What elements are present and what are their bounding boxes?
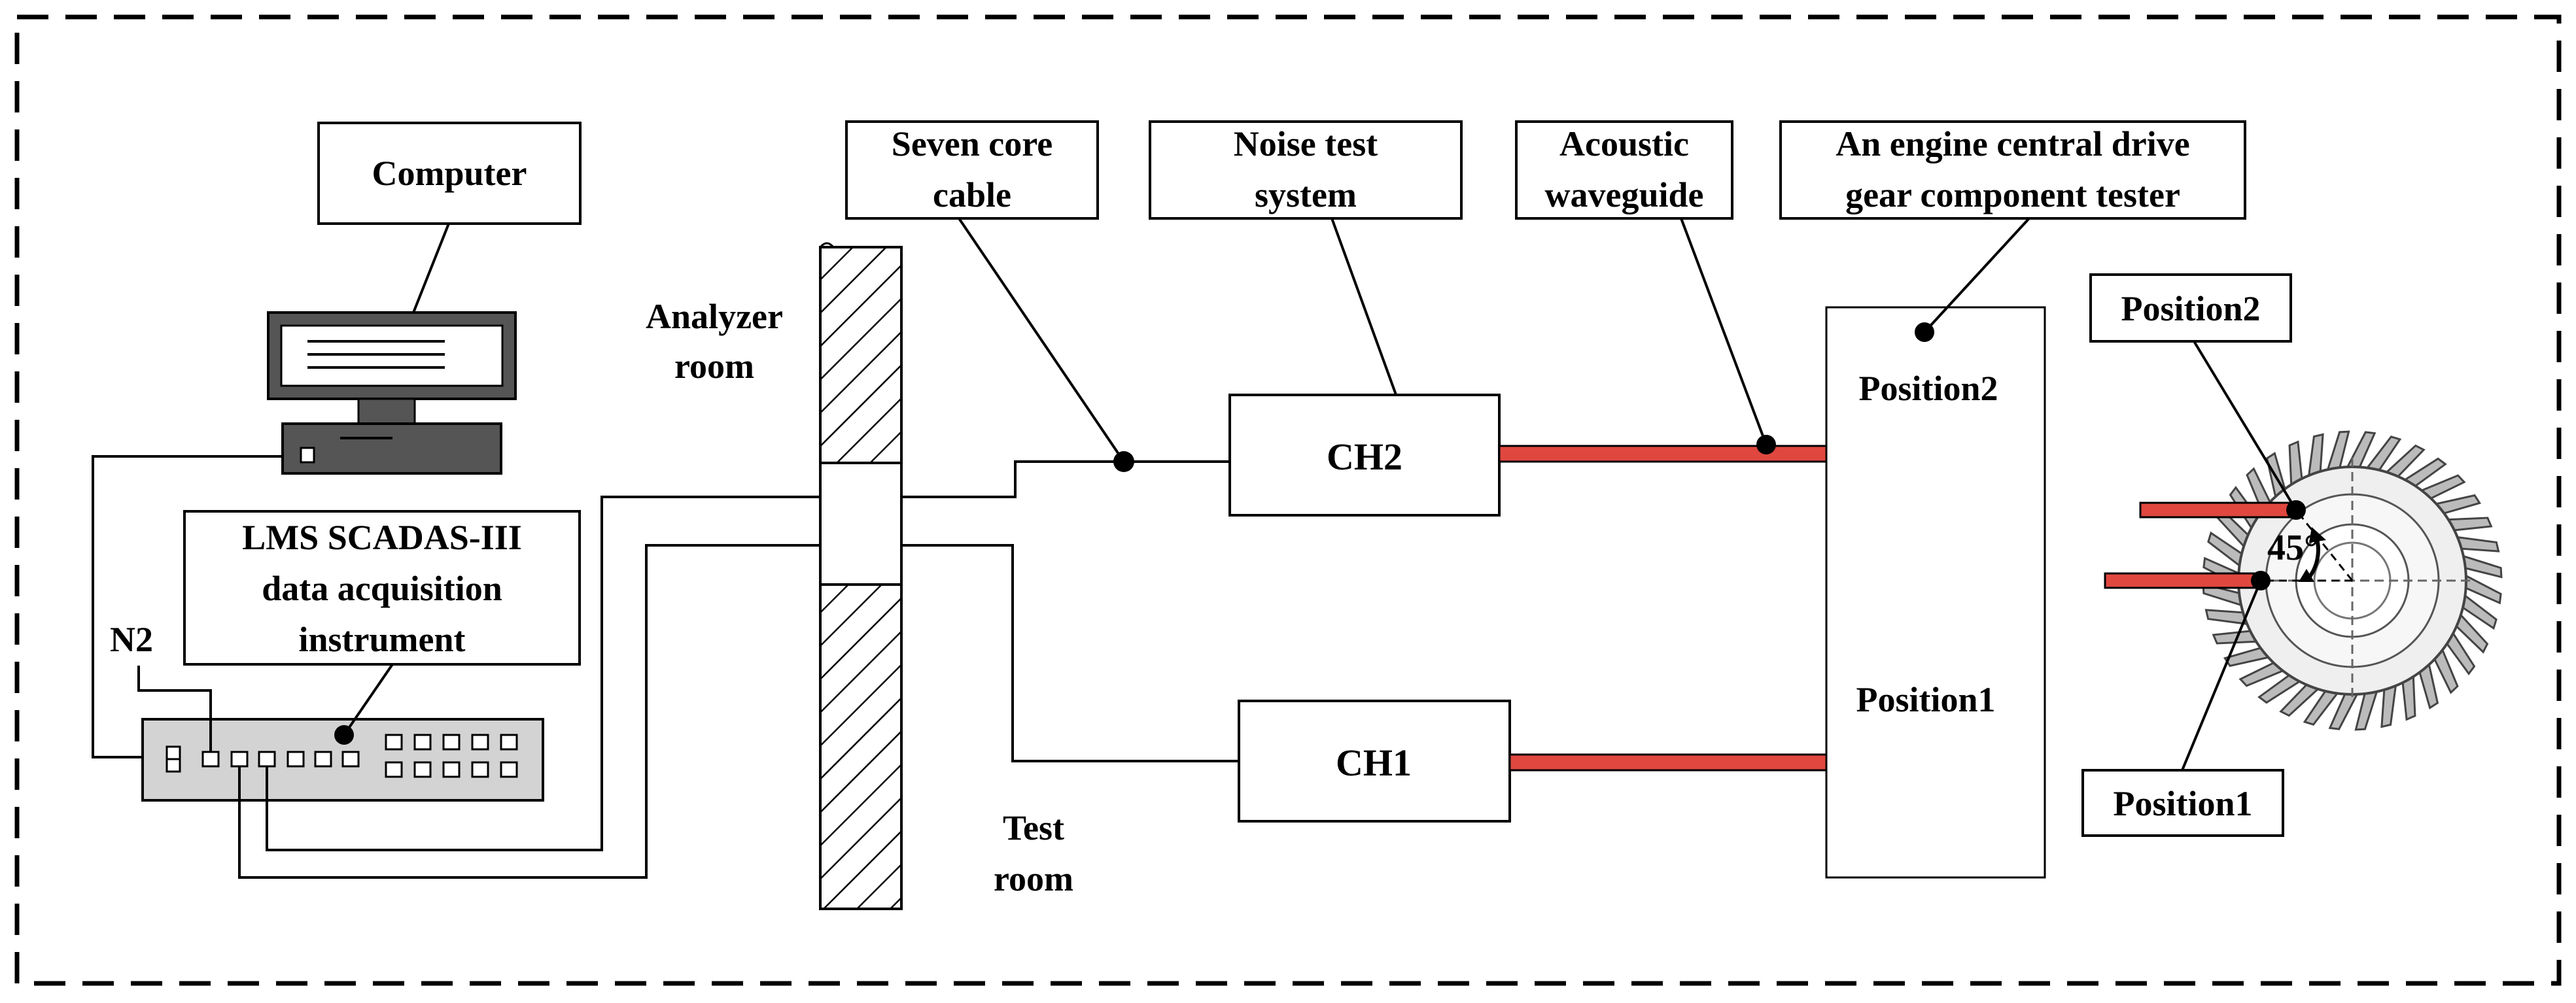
noise-test-label-box <box>1149 120 1463 220</box>
daq-label-line1: LMS SCADAS-III <box>242 518 522 557</box>
gear-icon <box>2202 430 2503 731</box>
acoustic-label-line1: Acoustic <box>1559 124 1689 163</box>
daq-label-line2: data acquisition <box>262 569 502 608</box>
position2-callout-box <box>2089 273 2292 343</box>
daq-label-line3: instrument <box>299 620 466 659</box>
wall-hatch <box>819 242 903 910</box>
noise-test-label-line1: Noise test <box>1234 124 1378 163</box>
daq-leader <box>343 663 394 736</box>
position1-callout-box <box>2081 769 2284 837</box>
analyzer-room-label-line2: room <box>674 347 754 386</box>
gear-probe-position1 <box>2104 572 2262 589</box>
n2-leader <box>137 666 212 752</box>
tester-box <box>1825 306 2046 879</box>
position1-callout-label: Position1 <box>2113 784 2252 823</box>
seven-core-leader <box>958 217 1125 463</box>
position2-callout-label: Position2 <box>2121 289 2260 328</box>
seven-core-label-line2: cable <box>933 175 1011 214</box>
computer-label-box <box>317 122 582 225</box>
tester-position2-label: Position2 <box>1858 369 1998 408</box>
cable-to-ch1 <box>238 544 1239 879</box>
angle-ray-1 <box>2295 509 2354 581</box>
ch1-label: CH1 <box>1336 741 1412 784</box>
ch2-box <box>1228 394 1501 517</box>
angle-label: 45° <box>2267 528 2318 568</box>
acoustic-label-line2: waveguide <box>1545 175 1704 214</box>
computer-leader <box>412 223 450 313</box>
tester-label-line2: gear component tester <box>1845 175 2180 214</box>
position2-callout-leader <box>2193 340 2297 511</box>
angle-arrow-bottom <box>2299 569 2314 582</box>
ch2-label: CH2 <box>1327 435 1402 478</box>
tester-leader-dot <box>1915 322 1934 342</box>
angle-arrow-top <box>2309 527 2326 543</box>
computer-daq-cable <box>92 455 283 758</box>
tester-label-line1: An engine central drive <box>1836 124 2189 163</box>
daq-leader-dot <box>334 725 354 745</box>
test-room-label-line2: room <box>994 859 1073 898</box>
test-room-label-line1: Test <box>1003 808 1064 847</box>
noise-test-label-line2: system <box>1255 175 1357 214</box>
position1-callout-leader <box>2181 580 2262 771</box>
seven-core-label-box <box>845 120 1099 220</box>
ch1-box <box>1238 700 1511 823</box>
acoustic-leader-dot <box>1756 435 1776 454</box>
tester-label-box <box>1779 120 2246 220</box>
cable-to-ch2 <box>266 460 1230 851</box>
tester-leader <box>1923 217 2030 333</box>
gear-probe-position2 <box>2139 502 2297 518</box>
computer-icon <box>267 311 517 475</box>
daq-label-box <box>183 510 581 666</box>
seven-core-leader-dot <box>1113 451 1134 472</box>
acoustic-leader <box>1680 218 1767 445</box>
tester-position1-label: Position1 <box>1856 680 1995 719</box>
acoustic-label-box <box>1515 120 1733 220</box>
analyzer-room-label-line1: Analyzer <box>646 297 783 336</box>
computer-label: Computer <box>372 154 527 193</box>
outer-dashed-frame <box>14 14 2562 986</box>
seven-core-label-line1: Seven core <box>892 124 1053 163</box>
n2-label: N2 <box>110 620 153 659</box>
noise-test-leader <box>1331 218 1406 420</box>
